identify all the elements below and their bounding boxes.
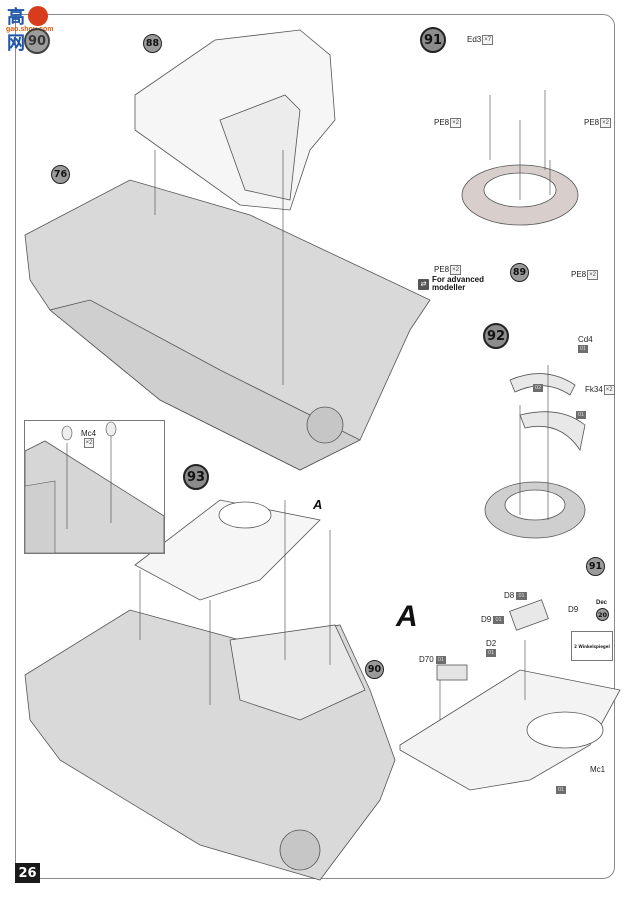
step-number-93: 93 [183,464,209,490]
decal-label: Dec [596,600,608,606]
inset-illustration [25,421,164,553]
step-badge-90: 90 [365,660,384,679]
subassembly-a-plate [399,669,621,791]
part-label-d9: D9 01 [481,615,504,624]
part-label-pe8-left-top: PE8×2 [434,118,461,128]
part-label-d8: D8 01 [504,591,527,600]
roof-plate-part [134,499,321,601]
decal-text: 2 Winkelspiegel [574,643,610,649]
logo-text: 高 网 [7,7,39,54]
subassembly-a-title: A [396,600,418,633]
part-label-ed3: Ed3×7 [467,35,494,45]
sprue-tag-02: 02 [533,383,544,392]
sprue-tag-01: 01 [576,410,587,419]
detail-inset: Mc4×2 [24,420,165,554]
step-badge-76: 76 [51,165,70,184]
sprue-tag-bottom: 01 [556,785,567,794]
advanced-arrows-icon: ⇄ [418,278,429,290]
advanced-note-line2: modeller [432,283,466,292]
part-label-mc1: Mc1 [590,765,606,774]
part-label-d70: D70 01 [419,655,447,664]
step-badge-89: 89 [510,263,529,282]
part-label-pe8-right-top: PE8×2 [584,118,611,128]
step-number-91: 91 [420,27,446,53]
step-badge-91: 91 [586,557,605,576]
decal-placard: 2 Winkelspiegel [571,631,613,661]
decal-number-badge: 20 [596,608,609,621]
part-label-pe8-left-bottom: PE8×2 [434,265,461,275]
part-label-pe8-right-bottom: PE8×2 [571,270,598,280]
part-label-d9-decal: D9 [568,605,579,614]
step-number-90-partial: 90 [24,28,50,54]
logo-badge-icon [28,6,48,26]
advanced-note-line1: For advanced [432,275,485,284]
part-label-fk34: Fk34×2 [585,385,615,395]
part-label-mc4: Mc4×2 [81,429,97,448]
subassembly-a-reference: A [313,497,323,512]
step-badge-88: 88 [143,34,162,53]
page-number: 26 [15,863,40,883]
step-number-92: 92 [483,323,509,349]
